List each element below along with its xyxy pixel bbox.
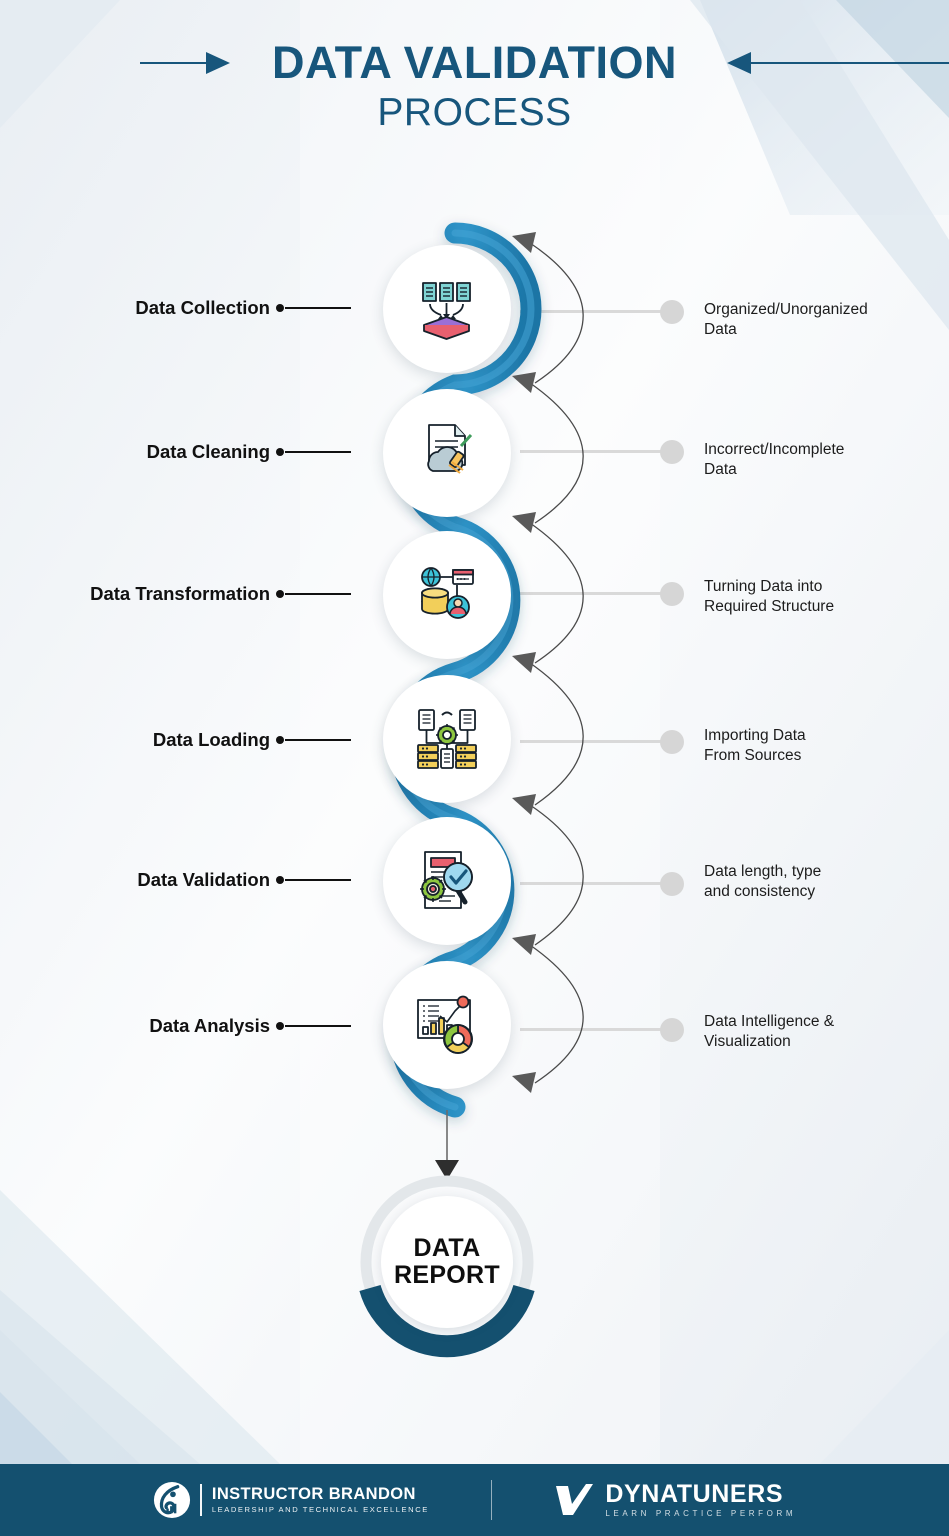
label-line-4 xyxy=(285,739,351,741)
data-report-label: DATA REPORT xyxy=(394,1234,500,1289)
label-dot-6 xyxy=(276,1022,284,1030)
step-label-data-validation: Data Validation xyxy=(137,869,270,890)
desc-dot-1 xyxy=(660,300,684,324)
brand-left-text: INSTRUCTOR BRANDON LEADERSHIP AND TECHNI… xyxy=(212,1485,429,1515)
footer-separator xyxy=(490,1480,493,1520)
step-label-data-loading: Data Loading xyxy=(152,729,270,750)
step-node-data-analysis[interactable] xyxy=(383,961,511,1089)
desc-dot-3 xyxy=(660,582,684,606)
label-dot-1 xyxy=(276,304,284,312)
label-line-3 xyxy=(285,593,351,595)
step-label-data-analysis: Data Analysis xyxy=(149,1015,270,1036)
title-row: DATA VALIDATION xyxy=(0,34,949,92)
step-description-data-loading: Importing Data From Sources xyxy=(704,727,806,764)
brand-instructor-brandon[interactable]: INSTRUCTOR BRANDON LEADERSHIP AND TECHNI… xyxy=(153,1481,429,1519)
brand-dynatuners[interactable]: DYNATUNERS LEARN PRACTICE PERFORM xyxy=(554,1481,796,1519)
page-title-sub: PROCESS xyxy=(377,91,572,134)
label-line-6 xyxy=(285,1025,351,1027)
documents-into-tray-icon xyxy=(413,275,481,343)
document-magnifier-check-icon xyxy=(413,847,481,915)
step-description-data-analysis: Data Intelligence & Visualization xyxy=(704,1013,835,1050)
brand-left-tagline: LEADERSHIP AND TECHNICAL EXCELLENCE xyxy=(211,1505,429,1514)
chart-board-donut-icon xyxy=(413,991,481,1059)
brand-left-name: INSTRUCTOR BRANDON xyxy=(211,1485,416,1503)
step-description-data-transformation: Turning Data into Required Structure xyxy=(704,578,835,615)
instructor-brandon-logo-icon xyxy=(153,1481,191,1519)
step-node-data-validation[interactable] xyxy=(383,817,511,945)
arrow-left-icon xyxy=(727,48,949,78)
document-broom-cloud-icon xyxy=(413,419,481,487)
label-line-5 xyxy=(285,879,351,881)
data-report-node[interactable]: DATA REPORT xyxy=(367,1182,527,1342)
brand-right-text: DYNATUNERS LEARN PRACTICE PERFORM xyxy=(605,1481,796,1519)
step-description-data-cleaning: Incorrect/Incomplete Data xyxy=(704,441,845,478)
brand-right-tagline: LEARN PRACTICE PERFORM xyxy=(605,1509,797,1518)
label-dot-3 xyxy=(276,590,284,598)
step-label-data-cleaning: Data Cleaning xyxy=(146,441,270,462)
page-title-main: DATA VALIDATION xyxy=(272,37,677,88)
globe-database-user-icon xyxy=(413,561,481,629)
servers-gear-icon xyxy=(413,705,481,773)
label-dot-5 xyxy=(276,876,284,884)
check-mark-logo-icon xyxy=(554,1482,594,1518)
step-description-data-collection: Organized/Unorganized Data xyxy=(704,301,868,338)
footer: INSTRUCTOR BRANDON LEADERSHIP AND TECHNI… xyxy=(0,1464,949,1536)
label-dot-2 xyxy=(276,448,284,456)
brand-right-name: DYNATUNERS xyxy=(605,1480,784,1508)
step-node-data-collection[interactable] xyxy=(383,245,511,373)
desc-dot-5 xyxy=(660,872,684,896)
desc-dot-4 xyxy=(660,730,684,754)
label-dot-4 xyxy=(276,736,284,744)
brand-divider-rule xyxy=(199,1484,202,1516)
arrow-right-icon xyxy=(140,48,230,78)
header: DATA VALIDATION PROCESS xyxy=(0,34,949,136)
desc-dot-2 xyxy=(660,440,684,464)
data-report-circle: DATA REPORT xyxy=(381,1196,513,1328)
step-node-data-cleaning[interactable] xyxy=(383,389,511,517)
step-node-data-loading[interactable] xyxy=(383,675,511,803)
step-label-data-collection: Data Collection xyxy=(135,297,270,318)
label-line-2 xyxy=(285,451,351,453)
label-line-1 xyxy=(285,307,351,309)
step-node-data-transformation[interactable] xyxy=(383,531,511,659)
step-description-data-validation: Data length, type and consistency xyxy=(704,863,822,900)
step-label-data-transformation: Data Transformation xyxy=(90,583,270,604)
desc-dot-6 xyxy=(660,1018,684,1042)
